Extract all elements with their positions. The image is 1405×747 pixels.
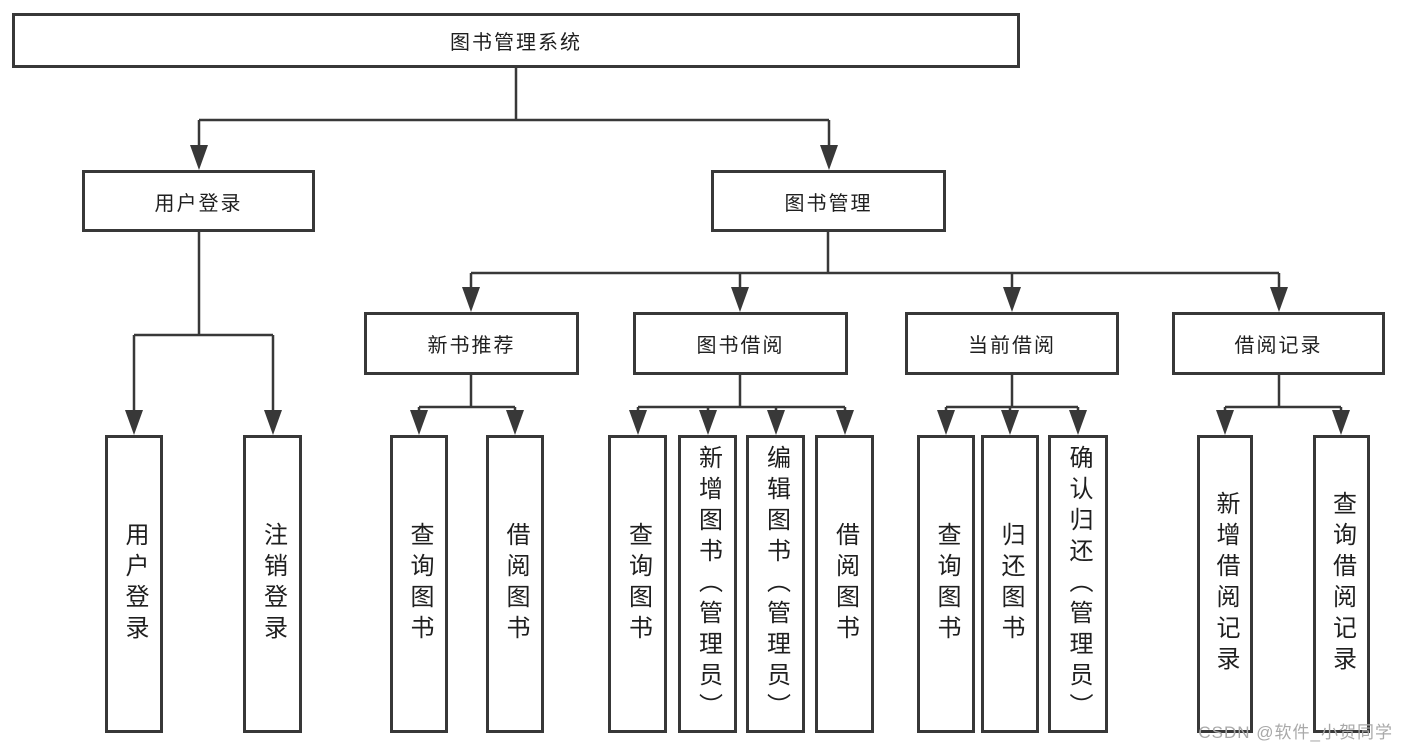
node-new-book-recommend: 新书推荐 <box>364 312 579 375</box>
leaf-bb-edit-book-admin-label: 编辑图书（管理员） <box>762 444 790 724</box>
leaf-br-query-record-label: 查询借阅记录 <box>1328 491 1356 677</box>
leaf-bb-add-book-admin: 新增图书（管理员） <box>678 435 737 733</box>
leaf-bb-query-books: 查询图书 <box>608 435 667 733</box>
node-current-borrow-label: 当前借阅 <box>968 335 1056 357</box>
node-current-borrow: 当前借阅 <box>905 312 1119 375</box>
leaf-cb-query-books: 查询图书 <box>917 435 975 733</box>
leaf-bb-borrow-books-label: 借阅图书 <box>831 522 859 646</box>
node-book-management-label: 图书管理 <box>784 192 873 215</box>
node-user-login: 用户登录 <box>82 170 315 232</box>
leaf-bb-query-books-label: 查询图书 <box>624 522 652 646</box>
leaf-logout-label: 注销登录 <box>259 522 287 646</box>
leaf-br-add-record-label: 新增借阅记录 <box>1212 491 1239 677</box>
leaf-cb-confirm-return-admin: 确认归还（管理员） <box>1048 435 1108 733</box>
leaf-logout: 注销登录 <box>243 435 302 733</box>
leaf-user-login-label: 用户登录 <box>121 522 148 646</box>
leaf-nb-borrow-books-label: 借阅图书 <box>502 522 529 646</box>
leaf-br-add-record: 新增借阅记录 <box>1197 435 1253 733</box>
leaf-bb-add-book-admin-label: 新增图书（管理员） <box>694 444 722 724</box>
node-root-label: 图书管理系统 <box>450 32 582 54</box>
node-book-borrow: 图书借阅 <box>633 312 848 375</box>
node-book-borrow-label: 图书借阅 <box>696 335 785 357</box>
leaf-nb-query-books: 查询图书 <box>390 435 448 733</box>
csdn-watermark: CSDN @软件_小贺同学 <box>1198 723 1393 742</box>
leaf-bb-borrow-books: 借阅图书 <box>815 435 874 733</box>
leaf-cb-return-books-label: 归还图书 <box>997 522 1024 646</box>
leaf-cb-return-books: 归还图书 <box>981 435 1039 733</box>
node-root: 图书管理系统 <box>12 13 1020 68</box>
leaf-user-login: 用户登录 <box>105 435 163 733</box>
node-book-management: 图书管理 <box>711 170 946 232</box>
leaf-cb-query-books-label: 查询图书 <box>933 522 960 646</box>
node-borrow-records: 借阅记录 <box>1172 312 1385 375</box>
leaf-nb-query-books-label: 查询图书 <box>406 522 433 646</box>
leaf-nb-borrow-books: 借阅图书 <box>486 435 544 733</box>
node-user-login-label: 用户登录 <box>154 192 243 215</box>
leaf-cb-confirm-return-admin-label: 确认归还（管理员） <box>1065 444 1092 724</box>
node-borrow-records-label: 借阅记录 <box>1234 335 1323 357</box>
leaf-bb-edit-book-admin: 编辑图书（管理员） <box>746 435 805 733</box>
node-new-book-recommend-label: 新书推荐 <box>427 335 516 357</box>
leaf-br-query-record: 查询借阅记录 <box>1313 435 1370 733</box>
